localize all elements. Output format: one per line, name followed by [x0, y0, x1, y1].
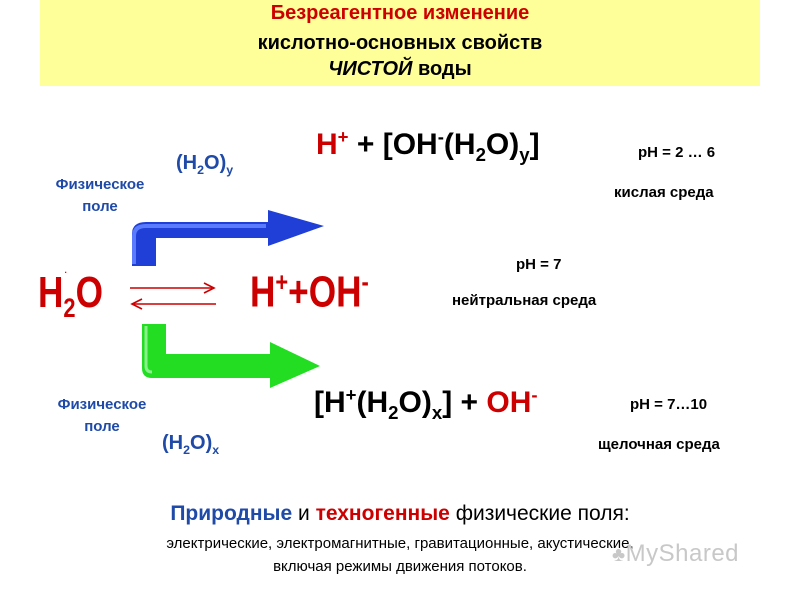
watermark-text: MyShared [625, 540, 740, 567]
ph-acid-value: pH = 2 … 6 [638, 144, 716, 161]
watermark-logo-icon: ♣ [612, 544, 626, 566]
footer-line3: включая режимы движения потоков. [273, 558, 527, 575]
green-arrow [142, 324, 320, 388]
title-emphasis: ЧИСТОЙ [328, 58, 413, 80]
title-line1: Безреагентное изменение [270, 2, 530, 24]
top-oh-charge: - [437, 126, 444, 147]
title-line3: ЧИСТОЙ воды [40, 58, 760, 81]
title-line2: кислотно-основных свойств [257, 32, 543, 54]
ph-neutral-label: нейтральная среда [452, 292, 597, 309]
top-cluster: (H2O)y [176, 152, 233, 177]
bottom-h-charge: + [345, 384, 357, 405]
top-cluster-close: O) [204, 152, 227, 174]
ph-alkaline-value: pH = 7…10 [630, 396, 708, 413]
water-o: O [75, 268, 103, 317]
top-two: 2 [475, 144, 486, 165]
bottom-oh: OH [486, 386, 532, 419]
bottom-cluster-open: (H [162, 432, 184, 454]
equilibrium-arrows [130, 282, 216, 310]
bottom-oh-charge: - [531, 384, 538, 405]
bottom-reaction: [H+(H2O)x] + OH- [314, 384, 538, 424]
bottom-cluster-sub: x [212, 443, 220, 457]
footer-rest: физические поля: [449, 502, 630, 525]
top-cluster-two: 2 [197, 163, 205, 177]
footer-technogenic: техногенные [315, 502, 450, 525]
bottom-cluster: (H2O)x [162, 432, 219, 457]
bottom-field-label: Физическое поле [40, 394, 164, 438]
ph-acid-label: кислая среда [614, 184, 714, 201]
footer-heading: Природные и техногенные физические поля: [0, 502, 800, 526]
title-line3-rest: воды [412, 58, 472, 80]
bottom-o: O) [398, 386, 432, 419]
top-field-line2: поле [82, 198, 118, 215]
water-formula: H2O [38, 268, 103, 324]
water-h: H [38, 268, 64, 317]
top-bracket: ] [529, 128, 540, 161]
bottom-bracket-plus: ] + [442, 386, 487, 419]
ions-plus: + [275, 266, 289, 297]
top-o: O) [485, 128, 520, 161]
bottom-paren: (H [356, 386, 389, 419]
top-plus-oh: + [OH [348, 128, 438, 161]
ions-minus: - [361, 266, 369, 297]
ions-h: H [250, 267, 276, 317]
watermark: ♣MyShared [612, 540, 739, 568]
top-y: y [519, 144, 530, 165]
bottom-cluster-close: O) [190, 432, 213, 454]
top-h-charge: + [337, 126, 349, 147]
ph-alkaline-label: щелочная среда [598, 436, 720, 453]
bottom-x: x [431, 402, 443, 423]
blue-arrow [132, 210, 324, 266]
footer-line2: электрические, электромагнитные, гравита… [166, 535, 634, 552]
top-cluster-sub: y [226, 163, 234, 177]
top-field-line1: Физическое [55, 176, 145, 193]
ions-oh: +OH [288, 267, 362, 317]
top-h: H [316, 128, 338, 161]
water-two: 2 [63, 291, 76, 323]
footer-and: и [292, 502, 316, 525]
top-paren: (H [443, 128, 476, 161]
bottom-open: [H [314, 386, 346, 419]
bottom-two: 2 [388, 402, 399, 423]
bottom-field-line2: поле [84, 418, 120, 435]
bottom-field-line1: Физическое [57, 396, 147, 413]
footer-natural: Природные [170, 502, 293, 525]
title-banner: Безреагентное изменение кислотно-основны… [40, 0, 760, 86]
ions-formula: H++OH- [250, 266, 369, 318]
center-dot: . [64, 262, 68, 276]
bottom-cluster-two: 2 [183, 443, 191, 457]
top-field-label: Физическое поле [40, 174, 160, 218]
ph-neutral-value: pH = 7 [516, 256, 562, 273]
top-cluster-open: (H [176, 152, 198, 174]
top-reaction: H+ + [OH-(H2O)y] [316, 126, 540, 166]
